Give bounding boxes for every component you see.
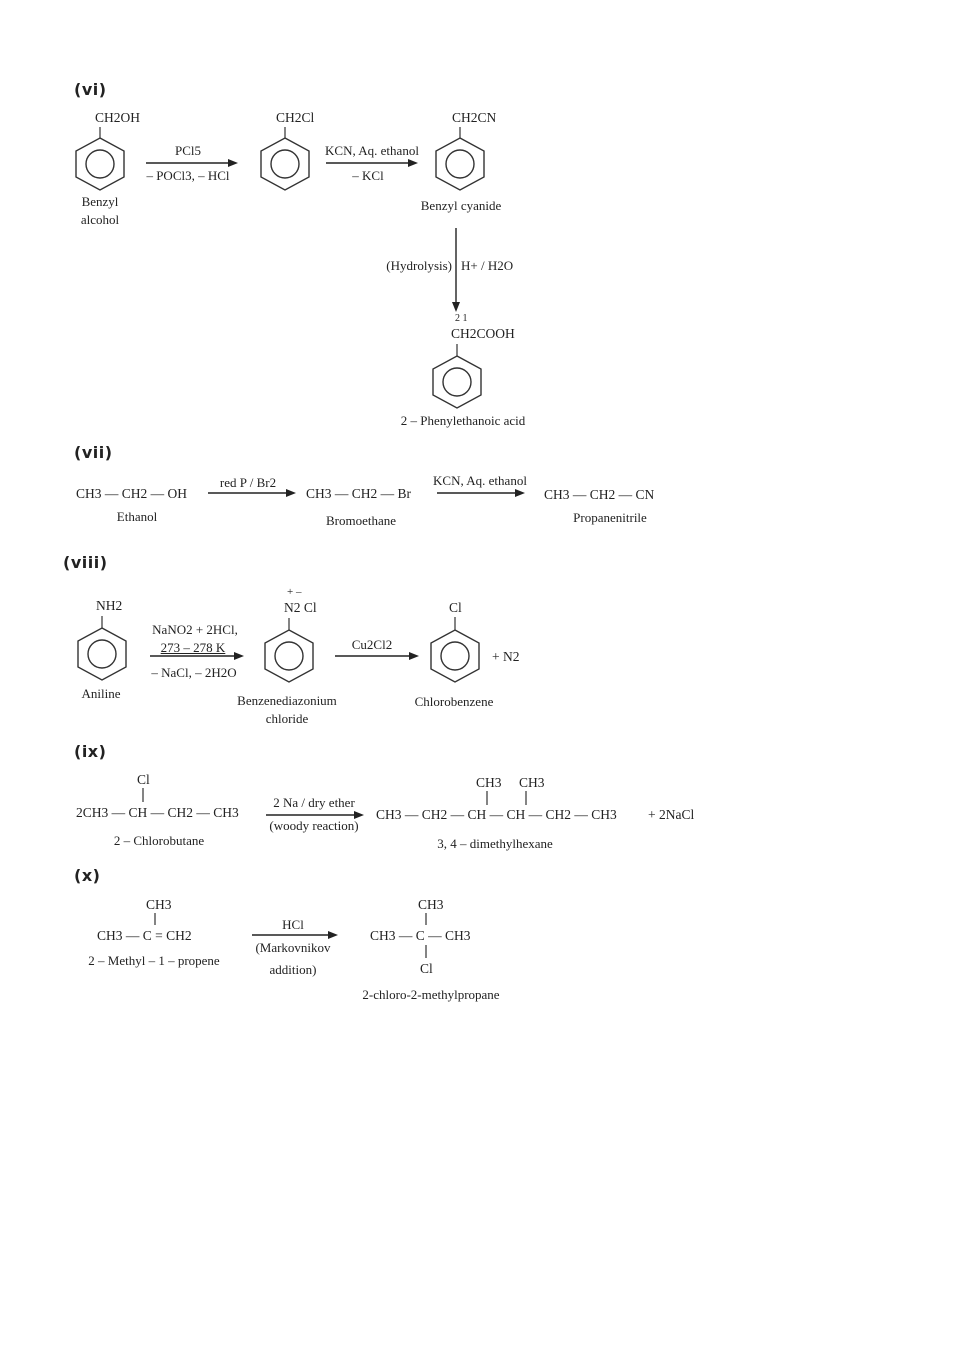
- benzene-ring-aniline: [77, 616, 127, 681]
- reagent-na-dry-ether: 2 Na / dry ether: [273, 795, 355, 810]
- ethanol-name: Ethanol: [116, 509, 158, 524]
- section-label-vii: (vii): [74, 443, 113, 462]
- benzene-ring-benzyl-cyanide: [435, 127, 485, 191]
- section-label-x: (x): [74, 866, 101, 885]
- diazonium-formula: N2 Cl: [284, 600, 317, 615]
- reagent-kcn-ethanol-vii: KCN, Aq. ethanol: [433, 473, 527, 488]
- hydrolysis-label: (Hydrolysis): [386, 258, 452, 273]
- phenylethanoic-acid-name: 2 – Phenylethanoic acid: [400, 413, 526, 428]
- methylpropene-formula: CH3 — C = CH2: [97, 928, 192, 943]
- arrow-vii-1: [208, 489, 296, 497]
- markovnikov-line1: (Markovnikov: [255, 940, 331, 955]
- benzene-ring-benzyl-chloride: [260, 127, 310, 191]
- reagent-nano2-hcl: NaNO2 + 2HCl,: [152, 622, 238, 637]
- arrow-vii-2: [437, 489, 525, 497]
- bromoethane-formula: CH3 — CH2 — Br: [306, 486, 412, 501]
- byproduct-pocl3-hcl: – POCl3, – HCl: [146, 168, 230, 183]
- arrow-vi-2: [326, 159, 418, 167]
- benzenediazonium-name-line1: Benzenediazonium: [237, 693, 337, 708]
- byproduct-kcl: – KCl: [352, 168, 384, 183]
- chlorobenzene-cl: Cl: [449, 600, 462, 615]
- byproduct-nacl-water: – NaCl, – 2H2O: [151, 665, 237, 680]
- diazonium-charges: + –: [287, 586, 302, 598]
- aniline-name: Aniline: [81, 686, 121, 701]
- dimethylhexane-ch3-a: CH3: [476, 775, 502, 790]
- dimethylhexane-formula: CH3 — CH2 — CH — CH — CH2 — CH3: [376, 807, 617, 822]
- benzyl-chloride-formula: CH2Cl: [276, 110, 315, 125]
- markovnikov-line2: addition): [269, 962, 317, 977]
- propanenitrile-name: Propanenitrile: [573, 510, 647, 525]
- chlorobutane-formula: 2CH3 — CH — CH2 — CH3: [76, 805, 239, 820]
- carbon-numbering: 2 1: [455, 313, 468, 324]
- benzyl-alcohol-name-line1: Benzyl: [81, 194, 119, 209]
- chloromethylpropane-name: 2-chloro-2-methylpropane: [362, 987, 500, 1002]
- arrow-x-1: [252, 931, 338, 939]
- section-label-viii: (viii): [63, 553, 108, 572]
- benzyl-alcohol-name-line2: alcohol: [80, 212, 120, 227]
- arrow-vi-3: [452, 228, 460, 312]
- methylpropene-name: 2 – Methyl – 1 – propene: [88, 953, 220, 968]
- temperature-range: 273 – 278 K: [160, 640, 226, 655]
- wurtz-reaction-note: (woody reaction): [269, 818, 359, 833]
- benzene-ring-chlorobenzene: [430, 617, 480, 683]
- benzenediazonium-name-line2: chloride: [265, 711, 309, 726]
- chloromethylpropane-ch3-top: CH3: [418, 897, 444, 912]
- arrow-ix-1: [266, 811, 364, 819]
- chlorobutane-name: 2 – Chlorobutane: [113, 833, 205, 848]
- methylpropene-ch3: CH3: [146, 897, 172, 912]
- reagent-red-p-br2: red P / Br2: [219, 475, 277, 490]
- dimethylhexane-name: 3, 4 – dimethylhexane: [437, 836, 553, 851]
- phenylethanoic-acid-formula: CH2COOH: [451, 326, 515, 341]
- benzyl-cyanide-formula: CH2CN: [452, 110, 497, 125]
- propanenitrile-formula: CH3 — CH2 — CN: [544, 487, 655, 502]
- benzyl-cyanide-name: Benzyl cyanide: [420, 198, 502, 213]
- benzene-ring-phenylethanoic-acid: [432, 344, 482, 409]
- nitrogen-byproduct: + N2: [492, 649, 520, 664]
- reagent-cu2cl2: Cu2Cl2: [351, 637, 393, 652]
- benzyl-alcohol-formula: CH2OH: [95, 110, 141, 125]
- aniline-formula: NH2: [96, 598, 123, 613]
- bromoethane-name: Bromoethane: [325, 513, 397, 528]
- ethanol-formula: CH3 — CH2 — OH: [76, 486, 188, 501]
- arrow-vi-1: [146, 159, 238, 167]
- chlorobenzene-name: Chlorobenzene: [414, 694, 494, 709]
- section-label-vi: (vi): [74, 80, 107, 99]
- benzene-ring-benzenediazonium: [264, 618, 314, 683]
- arrow-viii-2: [335, 652, 419, 660]
- chloromethylpropane-cl: Cl: [420, 961, 433, 976]
- nacl-byproduct: + 2NaCl: [648, 807, 695, 822]
- reagent-kcn-ethanol: KCN, Aq. ethanol: [325, 143, 419, 158]
- chloromethylpropane-formula: CH3 — C — CH3: [370, 928, 471, 943]
- arrow-viii-1: [150, 652, 244, 660]
- reagent-h-plus-water: H+ / H2O: [461, 258, 514, 273]
- benzene-ring-benzyl-alcohol: [75, 127, 125, 191]
- reagent-pcl5: PCl5: [174, 143, 201, 158]
- reagent-hcl: HCl: [282, 917, 304, 932]
- chlorobutane-cl: Cl: [137, 772, 150, 787]
- dimethylhexane-ch3-b: CH3: [519, 775, 545, 790]
- section-label-ix: (ix): [74, 742, 107, 761]
